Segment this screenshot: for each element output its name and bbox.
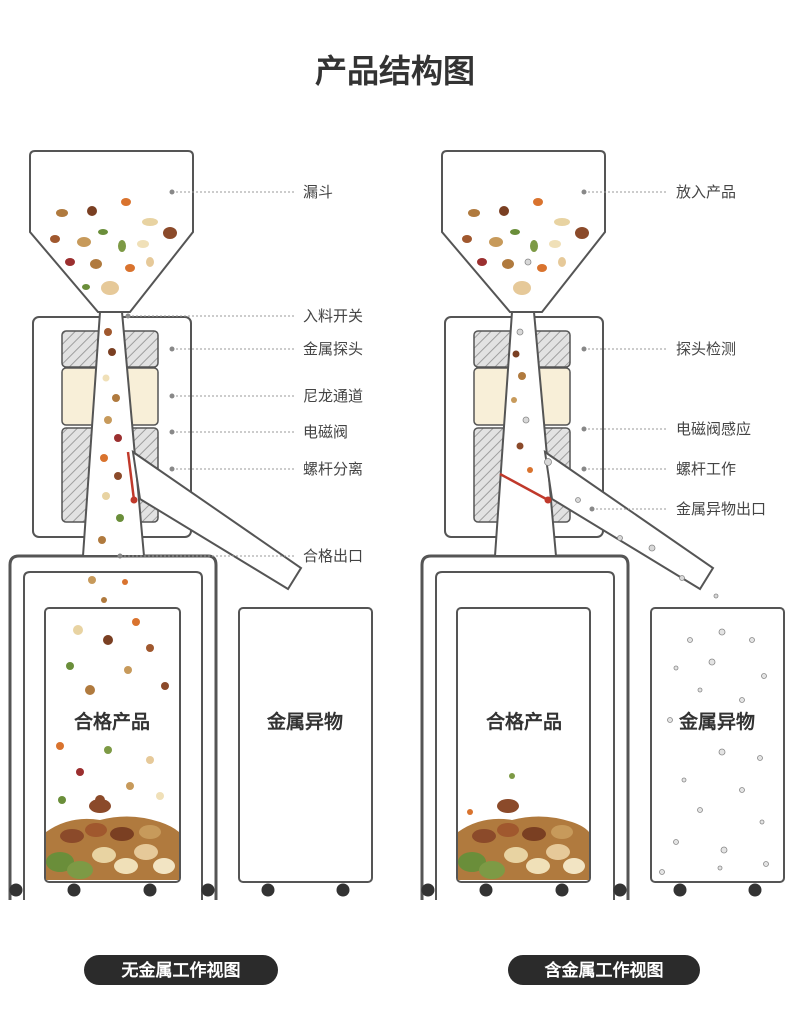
left-label-screw-separator: 螺杆分离	[303, 460, 363, 478]
left-leaders	[117, 189, 295, 559]
left-label-solenoid-valve: 电磁阀	[303, 423, 348, 441]
right-label-metal-outlet: 金属异物出口	[676, 500, 766, 518]
left-hopper-nuts	[50, 198, 177, 295]
left-inner-rail	[23, 571, 203, 900]
left-reject-chute	[131, 449, 303, 591]
left-label-hopper: 漏斗	[303, 183, 333, 201]
right-gate-flap	[499, 472, 549, 502]
right-wheels	[421, 883, 762, 897]
left-bin-good-label: 合格产品	[74, 710, 150, 733]
left-caption: 无金属工作视图	[121, 960, 241, 981]
left-wheels	[9, 883, 350, 897]
right-caption: 含金属工作视图	[545, 960, 664, 981]
left-bin-metal-label: 金属异物	[266, 710, 343, 733]
left-hopper	[29, 150, 194, 313]
right-label-put-product: 放入产品	[676, 183, 736, 201]
left-nut-pile	[46, 799, 179, 880]
left-machine	[8, 150, 373, 900]
left-gate-pivot	[130, 496, 138, 504]
right-good-bin	[456, 607, 591, 883]
right-nut-pile	[458, 773, 589, 880]
right-caption-pill	[508, 955, 700, 985]
right-leaders	[581, 189, 668, 512]
right-inner-rail	[435, 571, 615, 900]
right-hopper	[441, 150, 606, 313]
left-label-nylon-channel: 尼龙通道	[303, 387, 363, 405]
right-hopper-nuts	[462, 198, 589, 295]
left-label-qualified-outlet: 合格出口	[303, 547, 363, 565]
right-label-valve-sense: 电磁阀感应	[676, 420, 751, 438]
left-tube-nuts	[98, 328, 124, 544]
right-metal-bin	[650, 607, 785, 883]
right-reject-chute	[543, 449, 715, 591]
right-label-probe-detect: 探头检测	[676, 340, 736, 358]
right-gate-pivot	[544, 496, 552, 504]
left-metal-bin	[238, 607, 373, 883]
page-title: 产品结构图	[315, 52, 475, 90]
left-label-metal-probe: 金属探头	[303, 340, 363, 358]
left-falling-nuts	[56, 576, 169, 805]
right-bin-metal-label: 金属异物	[678, 710, 755, 733]
right-label-screw-work: 螺杆工作	[676, 460, 736, 478]
left-label-feed-switch: 入料开关	[303, 307, 363, 325]
left-caption-pill	[84, 955, 278, 985]
left-gate-flap	[126, 451, 136, 501]
right-tube-items	[511, 328, 533, 473]
right-machine	[420, 150, 785, 900]
right-bin-good-label: 合格产品	[486, 710, 562, 733]
left-good-bin	[44, 607, 181, 883]
right-metal-particles	[544, 458, 769, 875]
